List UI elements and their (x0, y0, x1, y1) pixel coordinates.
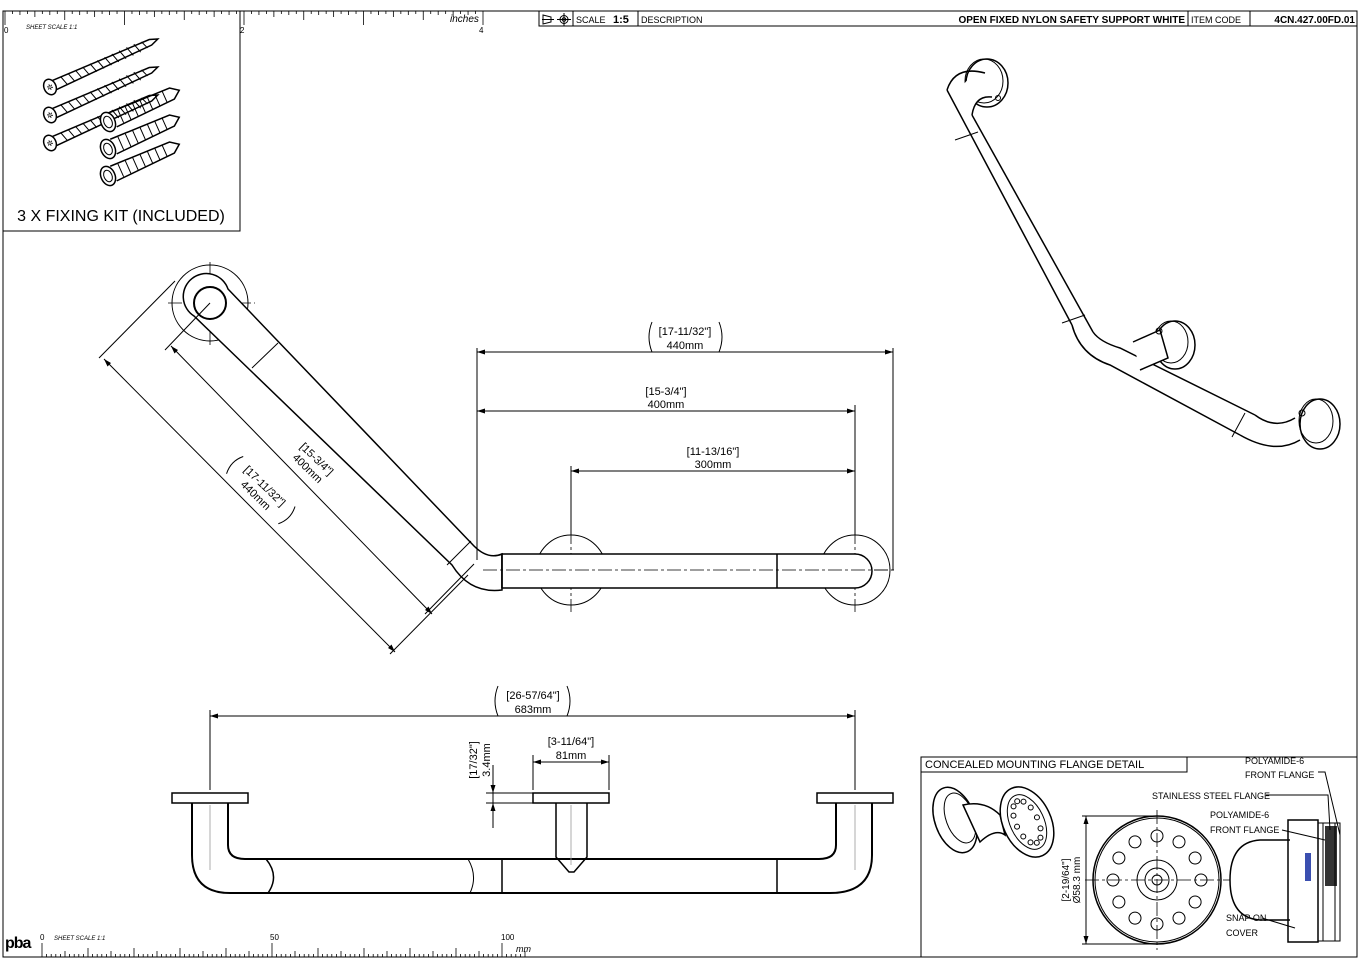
front-view: [26-57/64"] 683mm [3-11/64"] 81mm [17/32… (171, 685, 894, 894)
label-polyamide-front-2b: FRONT FLANGE (1210, 825, 1279, 835)
label-polyamide-front-1a: POLYAMIDE-6 (1245, 756, 1304, 766)
description-label: DESCRIPTION (641, 15, 703, 25)
flange-hole (1172, 835, 1186, 849)
dim-front-81-in: [3-11/64"] (548, 736, 595, 748)
dim-top-300-in: [11-13/16"] (687, 446, 740, 458)
sheet-border (2, 10, 1358, 958)
item-code-value: 4CN.427.00FD.01 (1274, 15, 1355, 26)
flange-detail-title: CONCEALED MOUNTING FLANGE DETAIL (925, 759, 1144, 771)
title-block: SCALE 1:5 DESCRIPTION OPEN FIXED NYLON S… (538, 10, 1358, 27)
flange-hole (1172, 911, 1186, 925)
flange-front-view: [2-19/64"] Ø58.3 mm (1061, 810, 1230, 950)
dim-top-440-mm: 440mm (667, 340, 704, 352)
flange-hole (1033, 814, 1040, 821)
dim-top-300-mm: 300mm (695, 459, 732, 471)
label-polyamide-front-2a: POLYAMIDE-6 (1210, 810, 1269, 820)
flange-hole (1037, 825, 1044, 832)
description-value: OPEN FIXED NYLON SAFETY SUPPORT WHITE (958, 15, 1185, 26)
scale-label: SCALE (576, 15, 606, 25)
top-ruler: 0 2 4 SHEET SCALE 1:1 inches (3, 10, 485, 35)
flange-hole (1112, 895, 1126, 909)
flange-hole (1027, 839, 1034, 846)
flange-section-view (1229, 819, 1341, 943)
dim-top-440-in: [17-11/32"] (659, 326, 712, 338)
flange-dia-mm: Ø58.3 mm (1072, 857, 1083, 904)
bottom-ruler-tick-0: 0 (40, 933, 45, 942)
isometric-view (946, 58, 1341, 450)
flange-hole (1014, 823, 1021, 830)
flange-hole (1037, 834, 1044, 841)
flange-hole (1014, 798, 1021, 805)
top-ruler-tick-2: 2 (240, 26, 245, 35)
flange-dia-in: [2-19/64"] (1061, 858, 1072, 901)
label-cover: COVER (1226, 928, 1259, 938)
dim-front-81-mm: 81mm (556, 750, 587, 762)
dim-front-683-in: [26-57/64"] (506, 690, 559, 702)
flange-hole (1033, 839, 1040, 846)
top-ruler-sheet-scale: SHEET SCALE 1:1 (26, 25, 77, 31)
label-stainless-flange: STAINLESS STEEL FLANGE (1152, 791, 1270, 801)
flange-hole (1020, 833, 1027, 840)
label-polyamide-front-1b: FRONT FLANGE (1245, 770, 1314, 780)
label-snap-on: SNAP ON (1226, 913, 1266, 923)
flange-hole (1010, 812, 1017, 819)
svg-text:✲: ✲ (45, 82, 55, 93)
fixing-kit-panel: ✲ 3 X FIXING KIT (INCLUDED) (2, 10, 241, 232)
plan-view: [17-11/32"] 440mm [15-3/4"] 400mm [11-13… (98, 262, 895, 655)
screw-icon: ✲ (40, 38, 162, 154)
flange-hole (1128, 835, 1142, 849)
bottom-ruler-tick-100: 100 (501, 933, 515, 942)
dim-top-400-in: [15-3/4"] (645, 386, 686, 398)
dim-front-34-mm: 3.4mm (481, 743, 493, 777)
top-ruler-tick-4: 4 (479, 26, 484, 35)
flange-hole (1188, 895, 1202, 909)
flange-detail-panel: CONCEALED MOUNTING FLANGE DETAIL (920, 756, 1358, 958)
bottom-ruler-sheet-scale: SHEET SCALE 1:1 (54, 936, 105, 942)
dim-front-683-mm: 683mm (515, 704, 552, 716)
dim-top-400-mm: 400mm (648, 399, 685, 411)
flange-hole (1128, 911, 1142, 925)
wall-plug-icon (96, 87, 185, 189)
top-ruler-tick-0: 0 (4, 26, 9, 35)
flange-hole (1020, 798, 1027, 805)
fixing-kit-caption: 3 X FIXING KIT (INCLUDED) (17, 208, 225, 225)
brand-logo: pba (5, 935, 32, 952)
dim-front-34-in: [17/32"] (468, 741, 480, 779)
flange-hole (1010, 803, 1017, 810)
bottom-ruler-tick-50: 50 (270, 933, 279, 942)
flange-hole (1188, 851, 1202, 865)
bottom-ruler: 0 50 100 SHEET SCALE 1:1 mm pba (5, 933, 531, 958)
flange-hole (1112, 851, 1126, 865)
item-code-label: ITEM CODE (1191, 15, 1241, 25)
flange-iso-icon (932, 786, 1055, 858)
scale-value: 1:5 (613, 14, 629, 26)
flange-hole (1027, 804, 1034, 811)
top-ruler-unit: inches (450, 14, 479, 25)
projection-symbol-icon (542, 13, 571, 26)
bottom-ruler-unit: mm (516, 944, 531, 954)
